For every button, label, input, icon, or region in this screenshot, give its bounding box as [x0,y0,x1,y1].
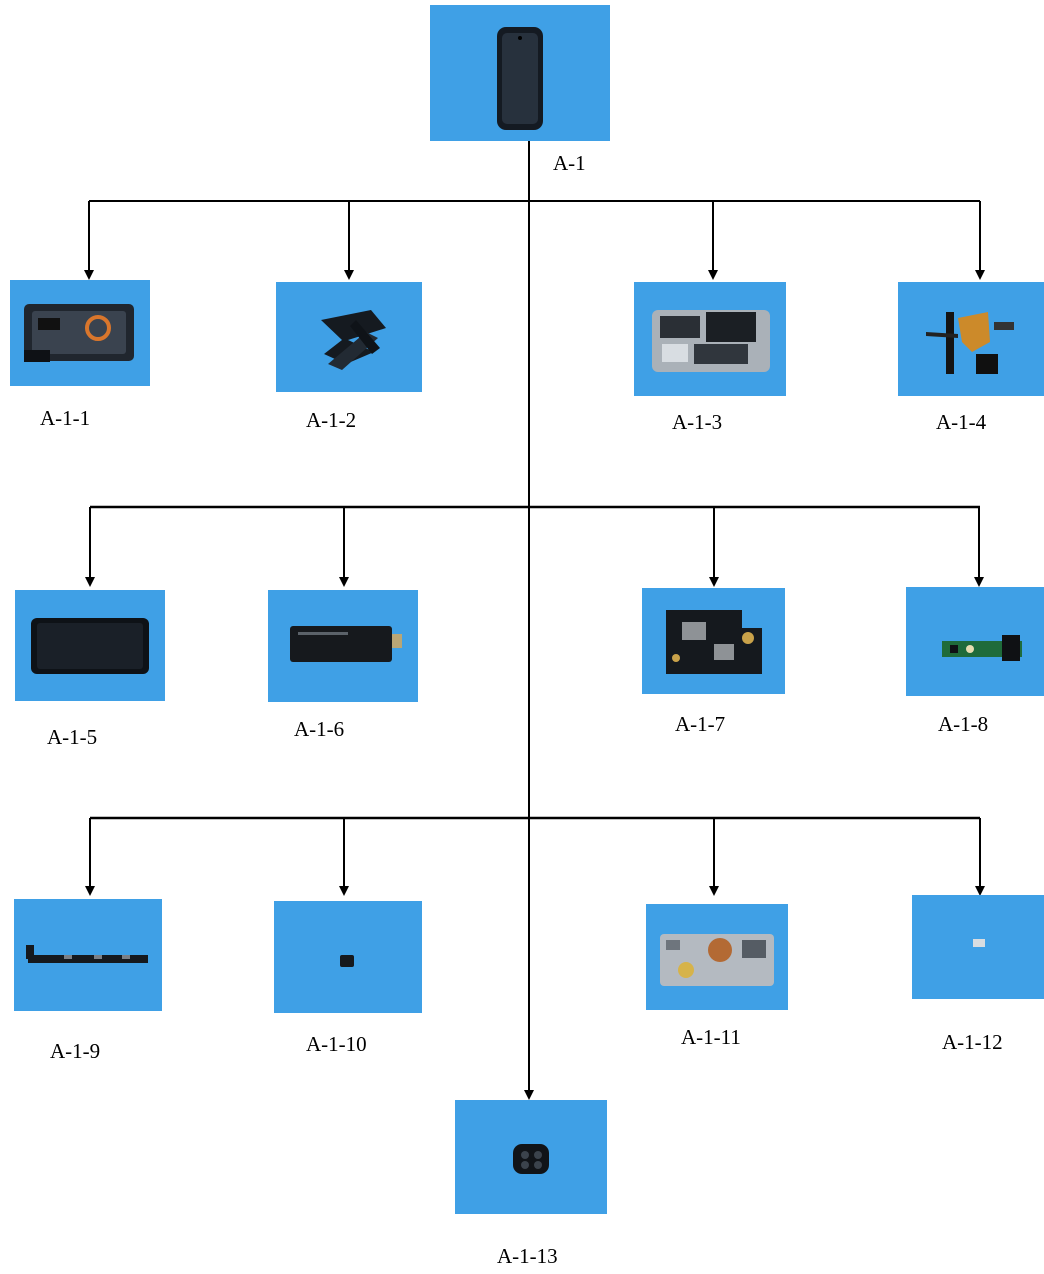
node-label-part: A-1-8 [938,712,989,736]
midframe-shields-icon [652,310,770,372]
photo-a-1-12 [912,895,1044,999]
tiny-chip-icon [973,939,985,947]
node-label-part: A-1-9 [50,1039,101,1063]
node-label-part: A-1-6 [294,717,345,741]
photo-a-1-6 [268,590,418,702]
node-label-part: A-1-11 [681,1025,741,1049]
node-label-root: A-1 [553,151,586,175]
photo-a-1-4 [898,282,1044,396]
node-label-part: A-1-7 [675,712,726,736]
main-board-icon [666,610,762,674]
photo-a-1-7 [642,588,785,694]
photo-a-1-5 [15,590,165,701]
photo-a-1-3 [634,282,786,396]
node-label-part: A-1-13 [497,1244,558,1268]
photo-a-1-13 [455,1100,607,1214]
flex-cables-camera-icon [926,312,1014,374]
display-panel-icon [31,618,149,674]
cables-and-brackets-icon [321,310,386,370]
node-label-part: A-1-10 [306,1032,367,1056]
usb-sub-board-icon [942,635,1022,661]
rear-housing-assembly-icon [24,304,134,362]
node-label-part: A-1-12 [942,1030,1003,1054]
key-flex-strip-icon [26,945,148,963]
photo-a-1-smartphone [430,5,610,141]
node-label-part: A-1-1 [40,406,91,430]
photo-a-1-8 [906,587,1044,696]
midframe-with-speaker-icon [660,934,774,986]
photo-a-1-2 [276,282,422,392]
photo-a-1-1 [10,280,150,386]
battery-icon [290,626,402,662]
node-label-part: A-1-2 [306,408,357,432]
photo-a-1-11 [646,904,788,1010]
smartphone-front-icon [497,27,543,130]
photo-a-1-9 [14,899,162,1011]
node-label-part: A-1-5 [47,725,98,749]
node-label-part: A-1-3 [672,410,723,434]
node-label-part: A-1-4 [936,410,987,434]
camera-lens-cover-icon [513,1144,549,1174]
photo-a-1-10 [274,901,422,1013]
small-component-icon [340,955,354,967]
